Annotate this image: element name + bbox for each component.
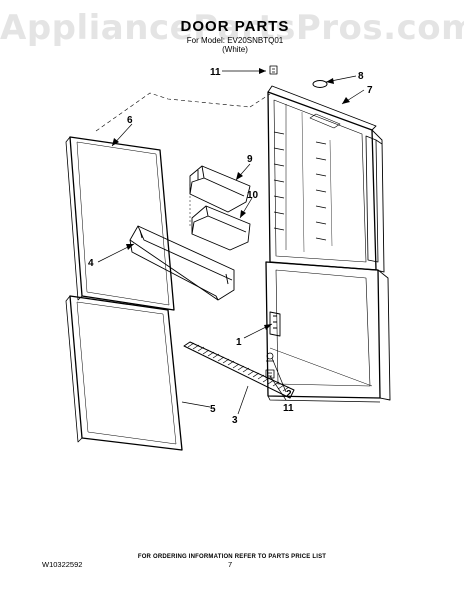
document-number: W10322592 (42, 560, 83, 569)
door-handle (365, 135, 383, 263)
hinge-part (269, 311, 281, 337)
door-shelf-upper (189, 165, 251, 213)
page-title: DOOR PARTS (180, 18, 290, 35)
callout-8: 8 (358, 71, 364, 82)
callout-10: 10 (247, 190, 259, 201)
callout-1: 1 (236, 337, 242, 348)
cap-plug (312, 80, 328, 88)
ordering-note: FOR ORDERING INFORMATION REFER TO PARTS … (137, 554, 327, 560)
leader-lines (97, 70, 365, 415)
callout-3: 3 (232, 415, 238, 426)
toe-grille-hatching (187, 342, 290, 392)
callout-9: 9 (247, 154, 253, 165)
callout-7: 7 (367, 85, 373, 96)
door-shelf-lower (189, 184, 251, 251)
freezer-door-frame (265, 261, 391, 403)
assembly-guide-line (95, 92, 271, 132)
door-panel-upper (65, 136, 175, 311)
hinge-screw-lower (265, 369, 275, 379)
washer (266, 352, 274, 362)
toe-grille (183, 341, 295, 399)
door-bin-long (129, 225, 235, 301)
callout-2: 2 (286, 389, 292, 400)
callout-5: 5 (210, 404, 216, 415)
callout-4: 4 (88, 258, 94, 269)
door-shelf-rails (273, 131, 327, 241)
color-line: (White) (222, 45, 248, 54)
callout-6: 6 (127, 115, 133, 126)
arrow-heads (112, 68, 350, 330)
model-line: For Model: EV20SNBTQ01 (186, 36, 284, 45)
page-number: 7 (228, 560, 233, 569)
hinge-screw-upper (269, 65, 278, 75)
callout-11-upper: 11 (210, 67, 221, 78)
model-info: For Model: EV20SNBTQ01 (White) (140, 36, 330, 54)
callout-11-lower: 11 (283, 403, 294, 414)
door-panel-lower (65, 295, 183, 451)
watermark: AppliancePartsPros.com (0, 8, 464, 48)
